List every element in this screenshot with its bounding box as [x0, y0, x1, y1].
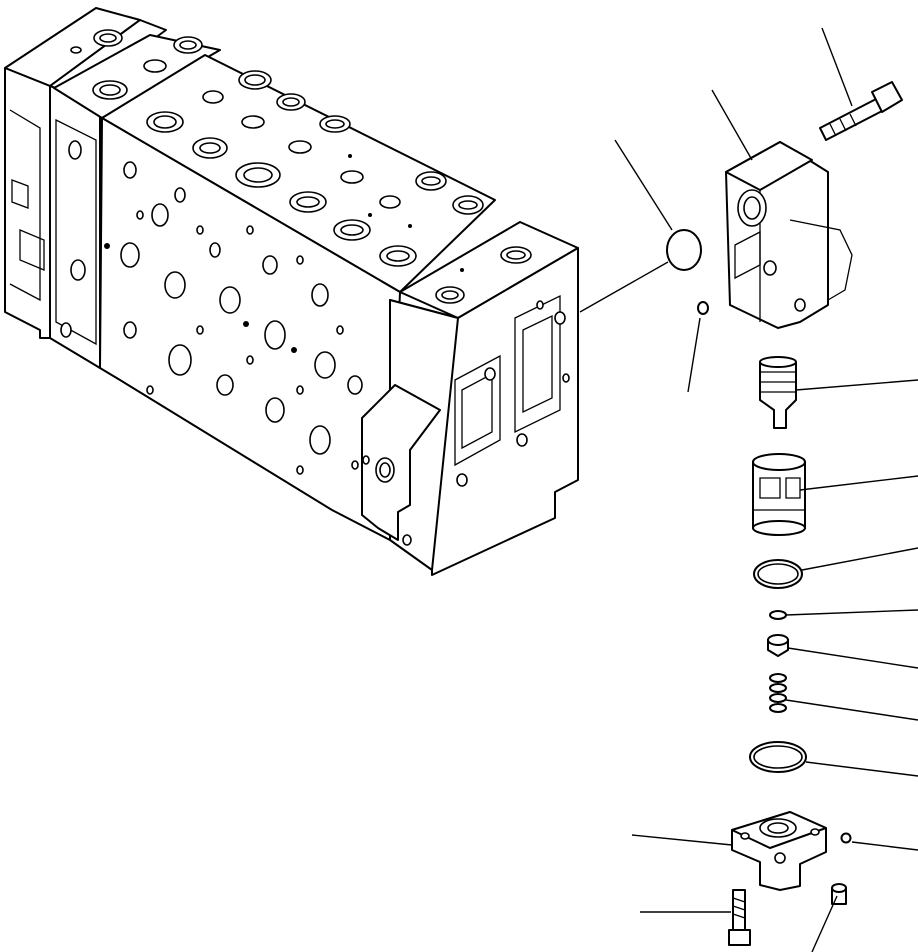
valve-cap [767, 634, 789, 657]
large-oring [753, 559, 803, 589]
valve-block-assembly [4, 7, 579, 576]
valve-sleeve [752, 453, 806, 536]
lower-bolt [728, 889, 751, 946]
cover-bolt [819, 81, 903, 141]
valve-spool [759, 356, 797, 429]
lower-oring [749, 741, 807, 773]
leader-lines [579, 27, 918, 952]
tiny-ring [769, 610, 787, 620]
small-oring [697, 301, 709, 315]
section-cover [725, 141, 853, 329]
spring-stack [769, 673, 787, 713]
small-ball [840, 832, 852, 844]
lower-cover [731, 811, 827, 891]
seal-disc [666, 229, 702, 271]
